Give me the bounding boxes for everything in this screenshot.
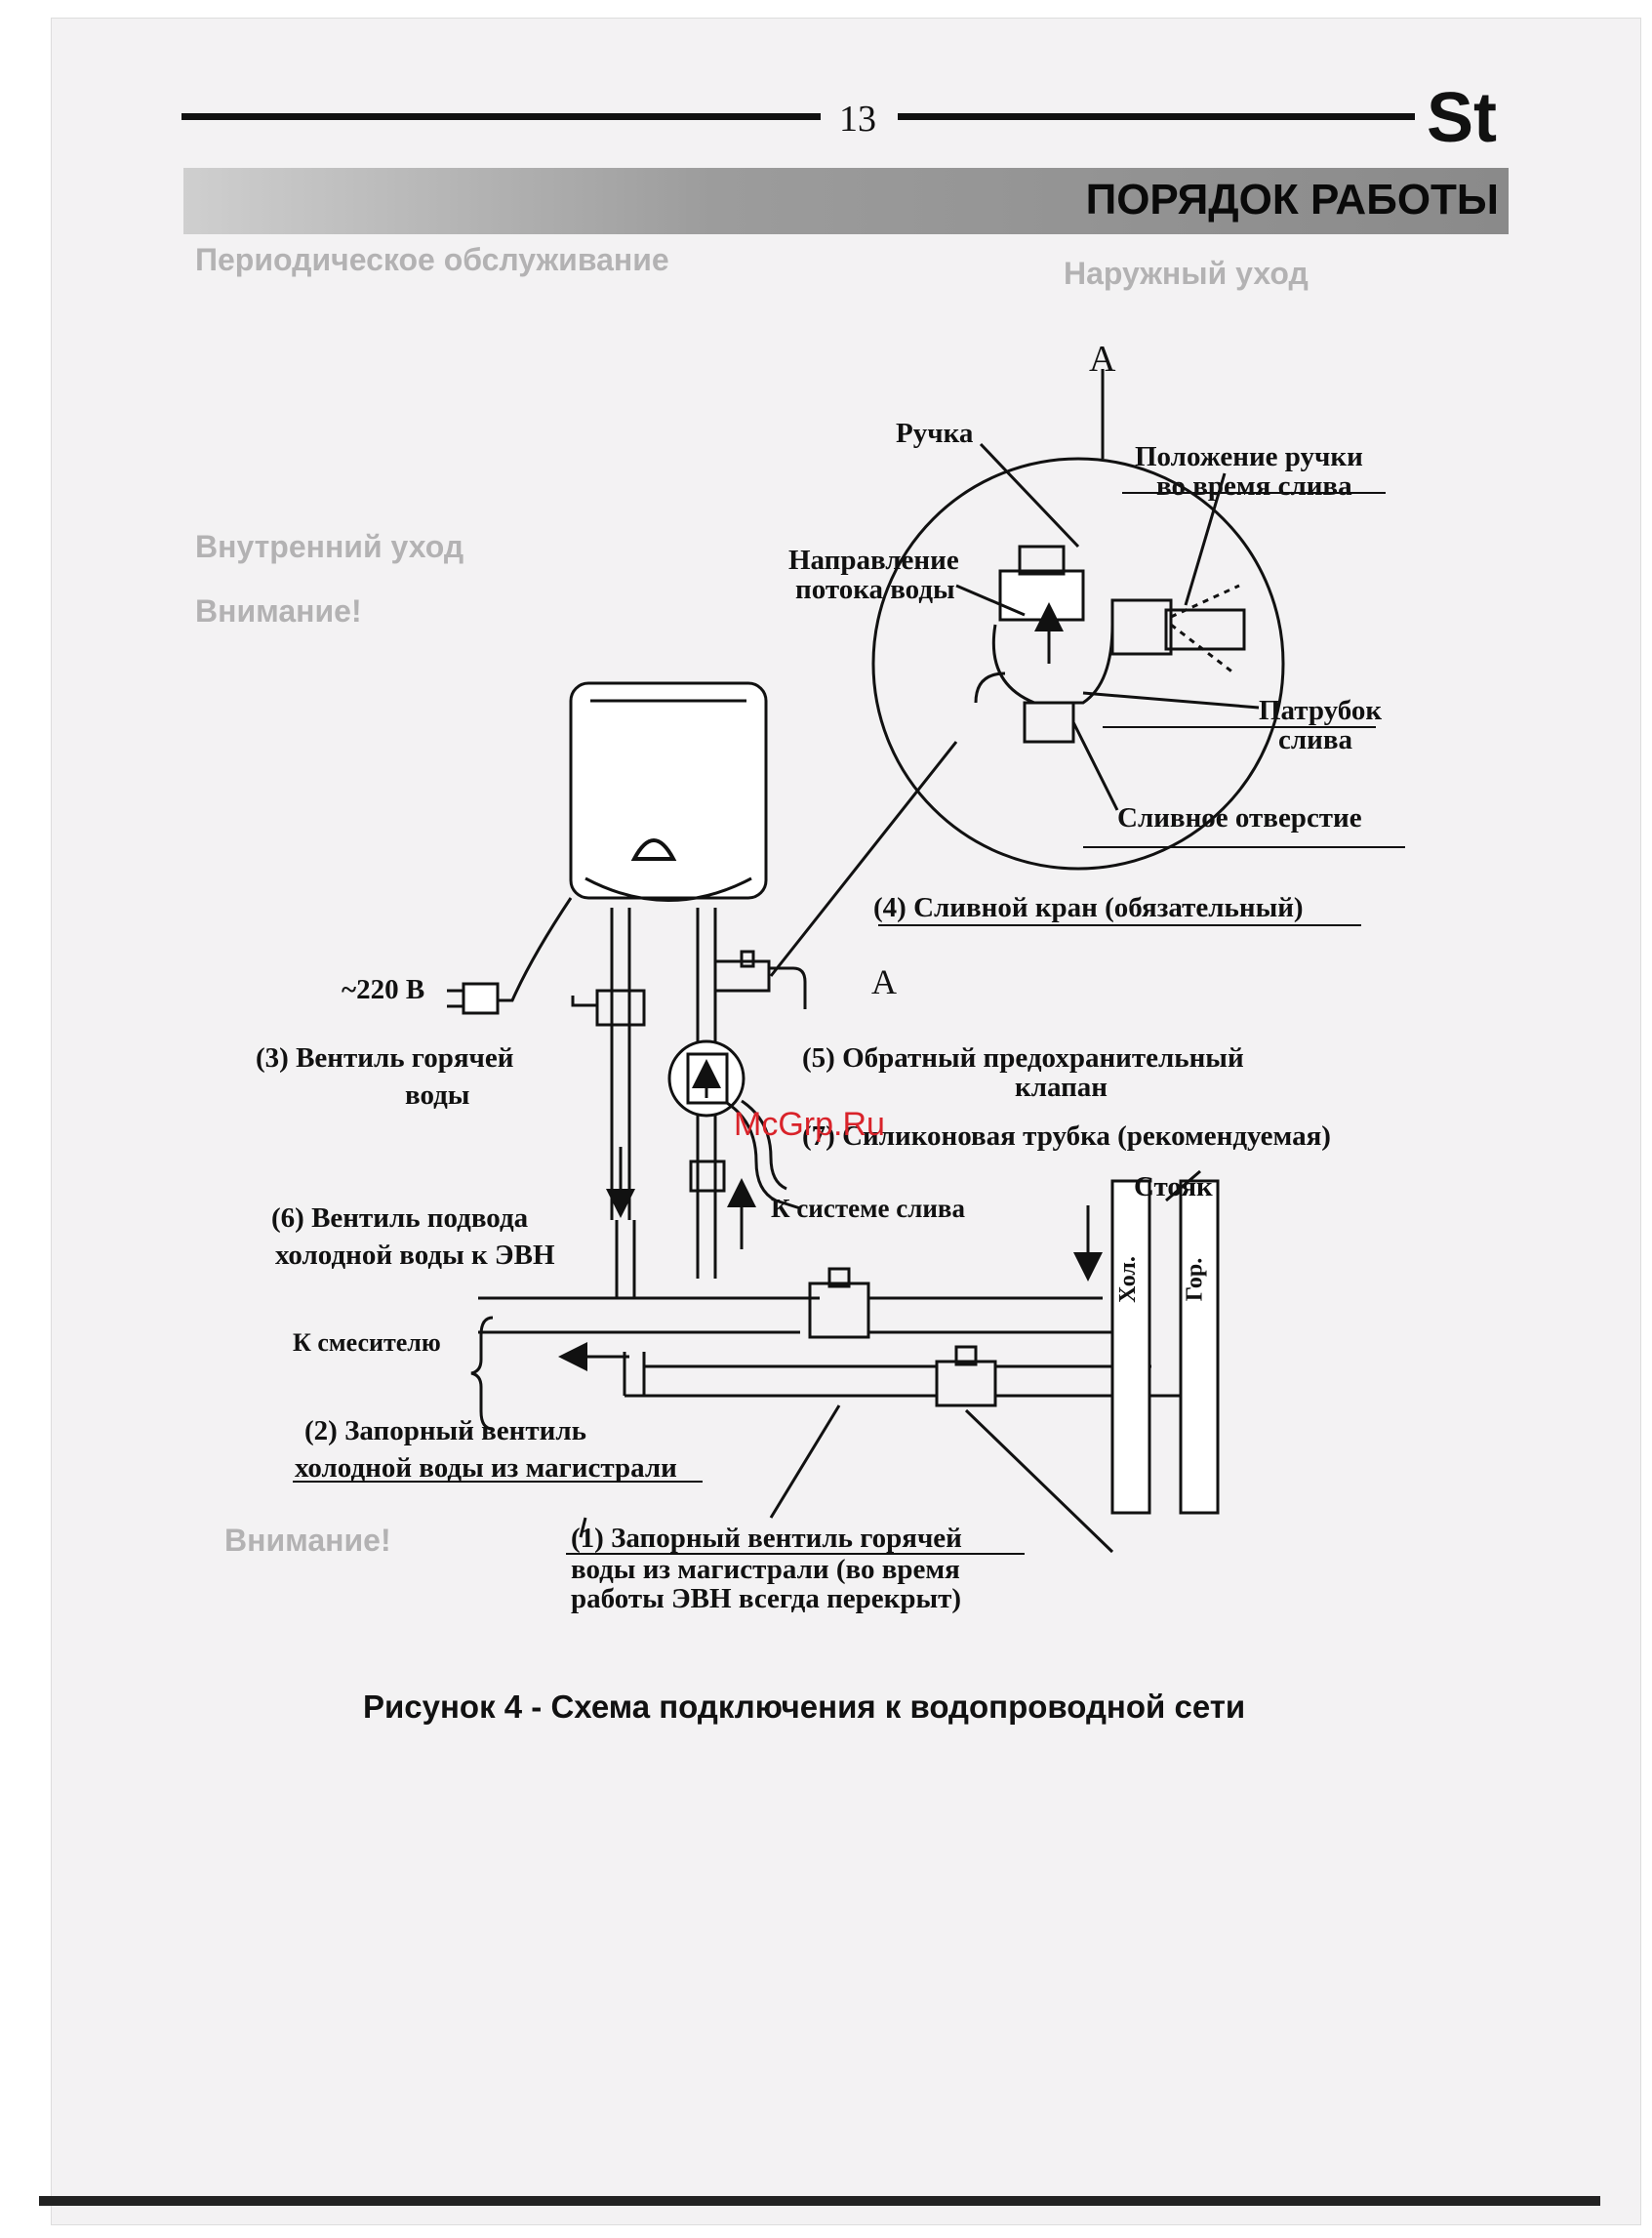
label-handle: Ручка bbox=[896, 418, 974, 449]
watermark: McGrp.Ru bbox=[734, 1106, 885, 1143]
label-check-valve-2: клапан bbox=[1015, 1072, 1108, 1103]
page-number: 13 bbox=[839, 99, 876, 140]
brand-logo: St bbox=[1427, 79, 1497, 157]
header-rule-left bbox=[181, 113, 821, 120]
header-rule-right bbox=[898, 113, 1415, 120]
detail-letter-a: А bbox=[1089, 339, 1116, 380]
label-flow-direction-1: Направление bbox=[788, 545, 959, 576]
label-handle-position-2: во время слива bbox=[1156, 470, 1352, 502]
detail-valve-body bbox=[998, 569, 1085, 622]
ghost-heading: Периодическое обслуживание bbox=[195, 242, 669, 277]
label-hot-valve-2: воды bbox=[405, 1079, 470, 1111]
detail-circle bbox=[871, 457, 1285, 871]
ghost-heading: Наружный уход bbox=[1064, 256, 1309, 291]
label-riser-hot: Гор. bbox=[1182, 1257, 1208, 1302]
label-hot-valve-1: (3) Вентиль горячей bbox=[256, 1042, 514, 1074]
label-to-mixer: К смесителю bbox=[293, 1328, 441, 1357]
ghost-heading: Внутренний уход bbox=[195, 529, 464, 564]
section-title: ПОРЯДОК РАБОТЫ bbox=[1085, 176, 1499, 224]
label-cold-valve-2: холодной воды к ЭВН bbox=[275, 1240, 555, 1271]
document-page bbox=[51, 18, 1641, 2225]
label-detail-ref-a: А bbox=[871, 962, 897, 1001]
figure-caption: Рисунок 4 - Схема подключения к водопров… bbox=[363, 1689, 1246, 1725]
section-header-bar: ПОРЯДОК РАБОТЫ bbox=[183, 168, 1509, 234]
water-heater-tank bbox=[569, 681, 768, 900]
label-to-drain: К системе слива bbox=[771, 1194, 965, 1223]
label-cold-main-2: холодной воды из магистрали bbox=[295, 1452, 677, 1484]
label-silicone-tube: (7) Силиконовая трубка (рекомендуемая) bbox=[802, 1120, 1331, 1152]
label-drain-hole: Сливное отверстие bbox=[1117, 802, 1362, 834]
label-hot-main-2: воды из магистрали (во время bbox=[571, 1554, 960, 1585]
ghost-heading: Внимание! bbox=[195, 593, 362, 629]
label-power: ~220 В bbox=[342, 974, 425, 1005]
ghost-heading: Внимание! bbox=[224, 1523, 391, 1558]
label-riser-cold: Хол. bbox=[1114, 1256, 1141, 1303]
label-check-valve-1: (5) Обратный предохранительный bbox=[802, 1042, 1244, 1074]
label-hot-main-1: (1) Запорный вентиль горячей bbox=[571, 1523, 962, 1554]
label-flow-direction-2: потока воды bbox=[795, 574, 955, 605]
label-handle-position-1: Положение ручки bbox=[1135, 441, 1363, 472]
label-cold-valve-1: (6) Вентиль подвода bbox=[271, 1202, 529, 1234]
label-drain-valve: (4) Сливной кран (обязательный) bbox=[873, 892, 1304, 923]
label-riser: Стояк bbox=[1134, 1171, 1213, 1202]
label-cold-main-1: (2) Запорный вентиль bbox=[304, 1415, 586, 1446]
riser-cold-pipe bbox=[1110, 1179, 1151, 1515]
page-bottom-edge bbox=[39, 2196, 1600, 2206]
label-drain-pipe-2: слива bbox=[1278, 724, 1353, 755]
label-drain-pipe-1: Патрубок bbox=[1259, 695, 1383, 726]
label-hot-main-3: работы ЭВН всегда перекрыт) bbox=[571, 1583, 962, 1614]
riser-hot-pipe bbox=[1179, 1179, 1220, 1515]
